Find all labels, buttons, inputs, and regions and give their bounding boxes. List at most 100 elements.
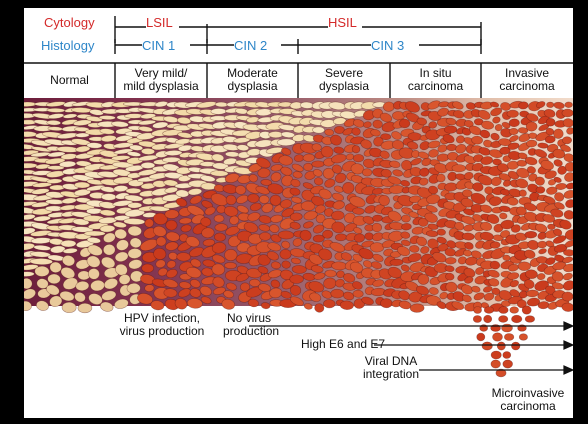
squamous-cell	[138, 126, 153, 132]
dysplastic-cell	[331, 261, 348, 271]
dysplastic-cell	[463, 208, 475, 216]
invasive-cell	[490, 350, 502, 360]
dysplastic-cell	[49, 261, 62, 273]
squamous-cell	[187, 188, 203, 196]
dysplastic-cell	[526, 297, 541, 307]
dysplastic-cell	[290, 178, 301, 188]
dysplastic-cell	[470, 250, 482, 259]
squamous-cell	[97, 171, 119, 178]
no-virus-arrowhead	[563, 321, 573, 331]
stage-label-mild-dysplasia: Very mild/mild dysplasia	[123, 66, 199, 93]
squamous-cell	[124, 209, 145, 218]
dysplastic-cell	[155, 236, 167, 247]
dysplastic-cell	[379, 112, 393, 123]
squamous-cell	[140, 161, 156, 169]
dysplastic-cell	[334, 233, 347, 242]
dysplastic-cell	[258, 195, 270, 204]
squamous-cell	[73, 188, 91, 197]
dysplastic-cell	[525, 269, 538, 279]
dysplastic-cell	[88, 293, 103, 305]
dysplastic-cell	[561, 291, 573, 302]
dysplastic-cell	[60, 267, 76, 279]
dysplastic-cell	[190, 258, 202, 268]
squamous-cell	[60, 239, 77, 248]
squamous-cell	[113, 148, 134, 155]
squamous-cell	[126, 151, 142, 157]
dysplastic-cell	[534, 280, 549, 291]
squamous-cell	[113, 185, 129, 192]
dysplastic-cell	[400, 239, 411, 247]
dysplastic-cell	[320, 145, 334, 158]
dysplastic-cell	[153, 212, 168, 225]
dysplastic-cell	[186, 266, 202, 279]
dysplastic-cell	[519, 189, 527, 197]
dysplastic-cell	[534, 149, 548, 158]
dysplastic-cell	[489, 241, 501, 249]
dysplastic-cell	[246, 268, 262, 279]
squamous-cell	[152, 121, 169, 129]
dysplastic-cell	[380, 133, 392, 141]
invasive-cell	[521, 305, 532, 315]
dysplastic-cell	[24, 300, 32, 311]
dysplastic-cell	[345, 153, 355, 161]
dysplastic-cell	[201, 227, 215, 239]
squamous-cell	[176, 116, 192, 125]
dysplastic-cell	[324, 269, 337, 278]
dysplastic-cell	[314, 303, 325, 313]
dysplastic-cell	[362, 215, 375, 225]
dysplastic-cell	[426, 194, 441, 205]
dysplastic-cell	[425, 230, 439, 237]
lsil-label: LSIL	[146, 15, 173, 30]
squamous-cell	[210, 170, 229, 177]
dysplastic-cell	[463, 267, 476, 278]
dysplastic-cell	[311, 195, 325, 207]
invasive-cell	[481, 341, 493, 351]
squamous-cell	[75, 145, 91, 153]
dysplastic-cell	[489, 260, 501, 270]
squamous-cell	[73, 203, 95, 211]
dysplastic-cell	[281, 260, 291, 269]
squamous-cell	[89, 109, 104, 116]
squamous-cell	[31, 188, 50, 195]
squamous-cell	[112, 200, 134, 207]
dysplastic-cell	[259, 232, 272, 241]
squamous-cell	[99, 150, 119, 158]
dysplastic-cell	[524, 156, 538, 166]
dysplastic-cell	[554, 202, 565, 210]
dysplastic-cell	[310, 265, 324, 273]
dysplastic-cell	[492, 234, 504, 242]
dysplastic-cell	[141, 263, 154, 273]
invasive-cell	[483, 306, 495, 314]
dysplastic-cell	[372, 253, 384, 262]
dysplastic-cell	[524, 249, 536, 259]
dysplastic-cell	[289, 212, 303, 221]
squamous-cell	[112, 161, 135, 169]
dysplastic-cell	[426, 295, 441, 306]
dysplastic-cell	[408, 211, 419, 219]
squamous-cell	[99, 128, 115, 135]
squamous-cell	[210, 108, 227, 115]
dysplastic-cell	[369, 242, 385, 253]
dysplastic-cell	[389, 258, 404, 266]
squamous-cell	[200, 182, 217, 191]
dysplastic-cell	[249, 278, 261, 287]
dysplastic-cell	[249, 202, 262, 212]
dysplastic-cell	[472, 182, 484, 192]
squamous-cell	[164, 186, 178, 194]
dysplastic-cell	[378, 194, 390, 207]
viral-dna-arrowhead	[563, 365, 573, 375]
hpv-infection-label: HPV infection,virus production	[119, 311, 205, 338]
dysplastic-cell	[490, 101, 500, 108]
dysplastic-cell	[363, 121, 372, 129]
invasive-cell	[476, 332, 486, 342]
dysplastic-cell	[500, 219, 515, 230]
dysplastic-cell	[545, 240, 555, 248]
dysplastic-cell	[473, 118, 484, 126]
dysplastic-cell	[334, 172, 347, 184]
invasive-cell-cluster	[472, 305, 536, 378]
dysplastic-cell	[518, 101, 529, 110]
dysplastic-cell	[224, 173, 240, 183]
